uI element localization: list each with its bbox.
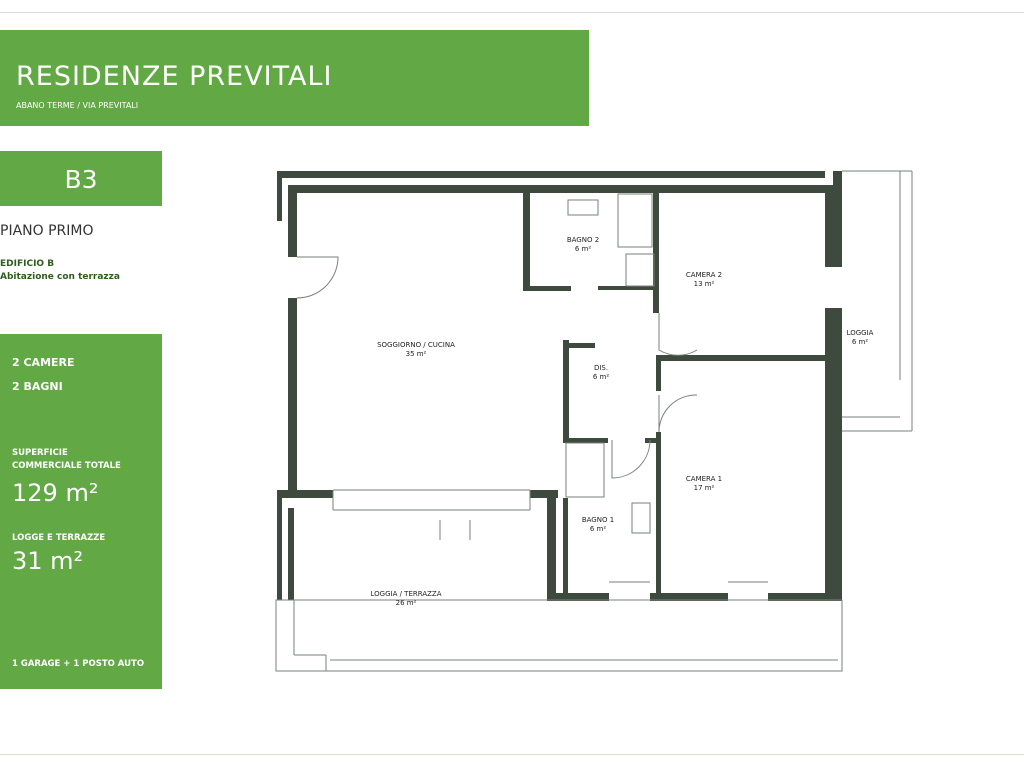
room-bagno2-area: 6 m²: [575, 245, 591, 253]
room-camera1-name: CAMERA 1: [686, 475, 722, 483]
unit-code-box: [0, 151, 162, 206]
header-banner: [0, 30, 589, 126]
room-bagno1-area: 6 m²: [590, 525, 606, 533]
room-camera2-name: CAMERA 2: [686, 271, 722, 279]
room-soggiorno-name: SOGGIORNO / CUCINA: [377, 341, 455, 349]
thin-lines: [275, 170, 913, 672]
room-dis-area: 6 m²: [593, 373, 609, 381]
summary-box: [0, 334, 162, 689]
inner-walls: [523, 193, 825, 595]
room-terrazza-area: 26 m²: [396, 599, 417, 607]
room-loggia-name: LOGGIA: [847, 329, 874, 337]
top-rule: [0, 12, 1024, 13]
rooms-count: 2 CAMERE: [12, 356, 75, 369]
room-bagno2-name: BAGNO 2: [567, 236, 599, 244]
room-camera2-area: 13 m²: [694, 280, 715, 288]
floor-label: PIANO PRIMO: [0, 223, 94, 239]
loggia-label: LOGGE E TERRAZZE: [12, 533, 106, 543]
unit-type-label: Abitazione con terrazza: [0, 272, 120, 282]
room-terrazza-name: LOGGIA / TERRAZZA: [371, 590, 442, 598]
surface-label-1: SUPERFICIE: [12, 448, 68, 458]
bottom-rule: [0, 754, 1024, 755]
room-soggiorno-area: 35 m²: [406, 350, 427, 358]
baths-count: 2 BAGNI: [12, 380, 63, 393]
room-camera1-area: 17 m²: [694, 484, 715, 492]
project-title: RESIDENZE PREVITALI: [16, 61, 333, 92]
loggia-value: 31 m²: [12, 547, 84, 575]
room-labels: SOGGIORNO / CUCINA 35 m² BAGNO 2 6 m² CA…: [371, 236, 874, 607]
building-label: EDIFICIO B: [0, 259, 55, 269]
unit-code: B3: [64, 165, 98, 194]
surface-label-2: COMMERCIALE TOTALE: [12, 461, 121, 471]
project-address: ABANO TERME / VIA PREVITALI: [16, 101, 139, 110]
room-dis-name: DIS.: [594, 364, 608, 372]
room-loggia-area: 6 m²: [852, 338, 868, 346]
surface-value: 129 m²: [12, 479, 99, 507]
outer-walls: [277, 171, 842, 601]
room-bagno1-name: BAGNO 1: [582, 516, 614, 524]
parking-label: 1 GARAGE + 1 POSTO AUTO: [12, 659, 145, 669]
